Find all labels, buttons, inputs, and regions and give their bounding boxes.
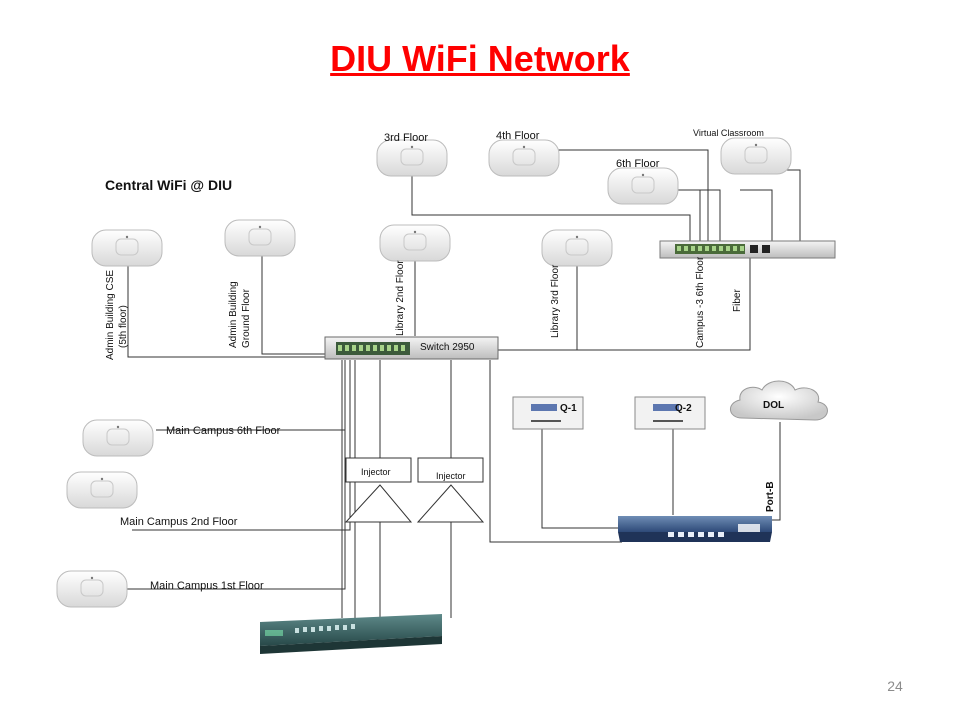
switch-2950: Switch 2950	[324, 336, 499, 360]
ap-label-admin-ground-2: Ground Floor	[241, 288, 252, 348]
injector-right: Injector	[416, 457, 485, 523]
ap-label-virtual-classroom: Virtual Classroom	[693, 128, 764, 138]
wifi-access-point-icon	[379, 224, 451, 262]
ap-label-admin-ground-1: Admin Building	[228, 281, 239, 348]
server-q2: Q-2	[634, 396, 706, 430]
ap-label-admin-cse-1: Admin Building CSE	[105, 270, 116, 360]
ap-label-main-2nd: Main Campus 2nd Floor	[120, 516, 238, 528]
wifi-access-point-icon	[607, 167, 679, 205]
cloud-icon: DOL	[730, 380, 828, 421]
diagram-subtitle: Central WiFi @ DIU	[105, 177, 232, 193]
ap-label-library-2nd: Library 2nd Floor	[395, 260, 406, 336]
page-number: 24	[887, 678, 903, 694]
wifi-access-point-icon	[376, 139, 448, 177]
cloud-label: DOL	[763, 400, 784, 411]
ap-label-library-3rd: Library 3rd Floor	[550, 264, 561, 338]
ap-label-main-1st: Main Campus 1st Floor	[150, 580, 264, 592]
wifi-access-point-icon	[91, 229, 163, 267]
slide-title: DIU WiFi Network	[330, 38, 630, 79]
campus3-label: Campus -3 6th Floor	[695, 256, 706, 348]
ap-label-3rd-floor: 3rd Floor	[384, 132, 428, 144]
injector-label: Injector	[436, 471, 466, 481]
wifi-access-point-icon	[224, 219, 296, 257]
injector-label: Injector	[361, 467, 391, 477]
router-icon	[618, 516, 772, 542]
switch-label: Switch 2950	[420, 342, 475, 353]
ap-label-main-6th: Main Campus 6th Floor	[166, 425, 281, 437]
fiber-label: Fiber	[732, 289, 743, 312]
wifi-access-point-icon	[720, 137, 792, 175]
ap-label-admin-cse-2: (5th floor)	[118, 305, 129, 348]
server-q1: Q-1	[512, 396, 584, 430]
wifi-access-point-icon	[82, 419, 154, 457]
port-b-label: Port-B	[765, 481, 776, 512]
injector-left: Injector	[344, 457, 413, 523]
ap-label-6th-floor: 6th Floor	[616, 158, 660, 170]
wifi-access-point-icon	[66, 471, 138, 509]
server-label: Q-1	[560, 403, 577, 414]
wifi-access-point-icon	[541, 229, 613, 267]
wifi-access-point-icon	[488, 139, 560, 177]
top-switch	[659, 240, 836, 259]
wifi-access-point-icon	[56, 570, 128, 608]
connection-lines	[127, 149, 801, 618]
ap-label-4th-floor: 4th Floor	[496, 130, 540, 142]
server-label: Q-2	[675, 403, 692, 414]
wireless-controller-icon	[260, 614, 442, 654]
